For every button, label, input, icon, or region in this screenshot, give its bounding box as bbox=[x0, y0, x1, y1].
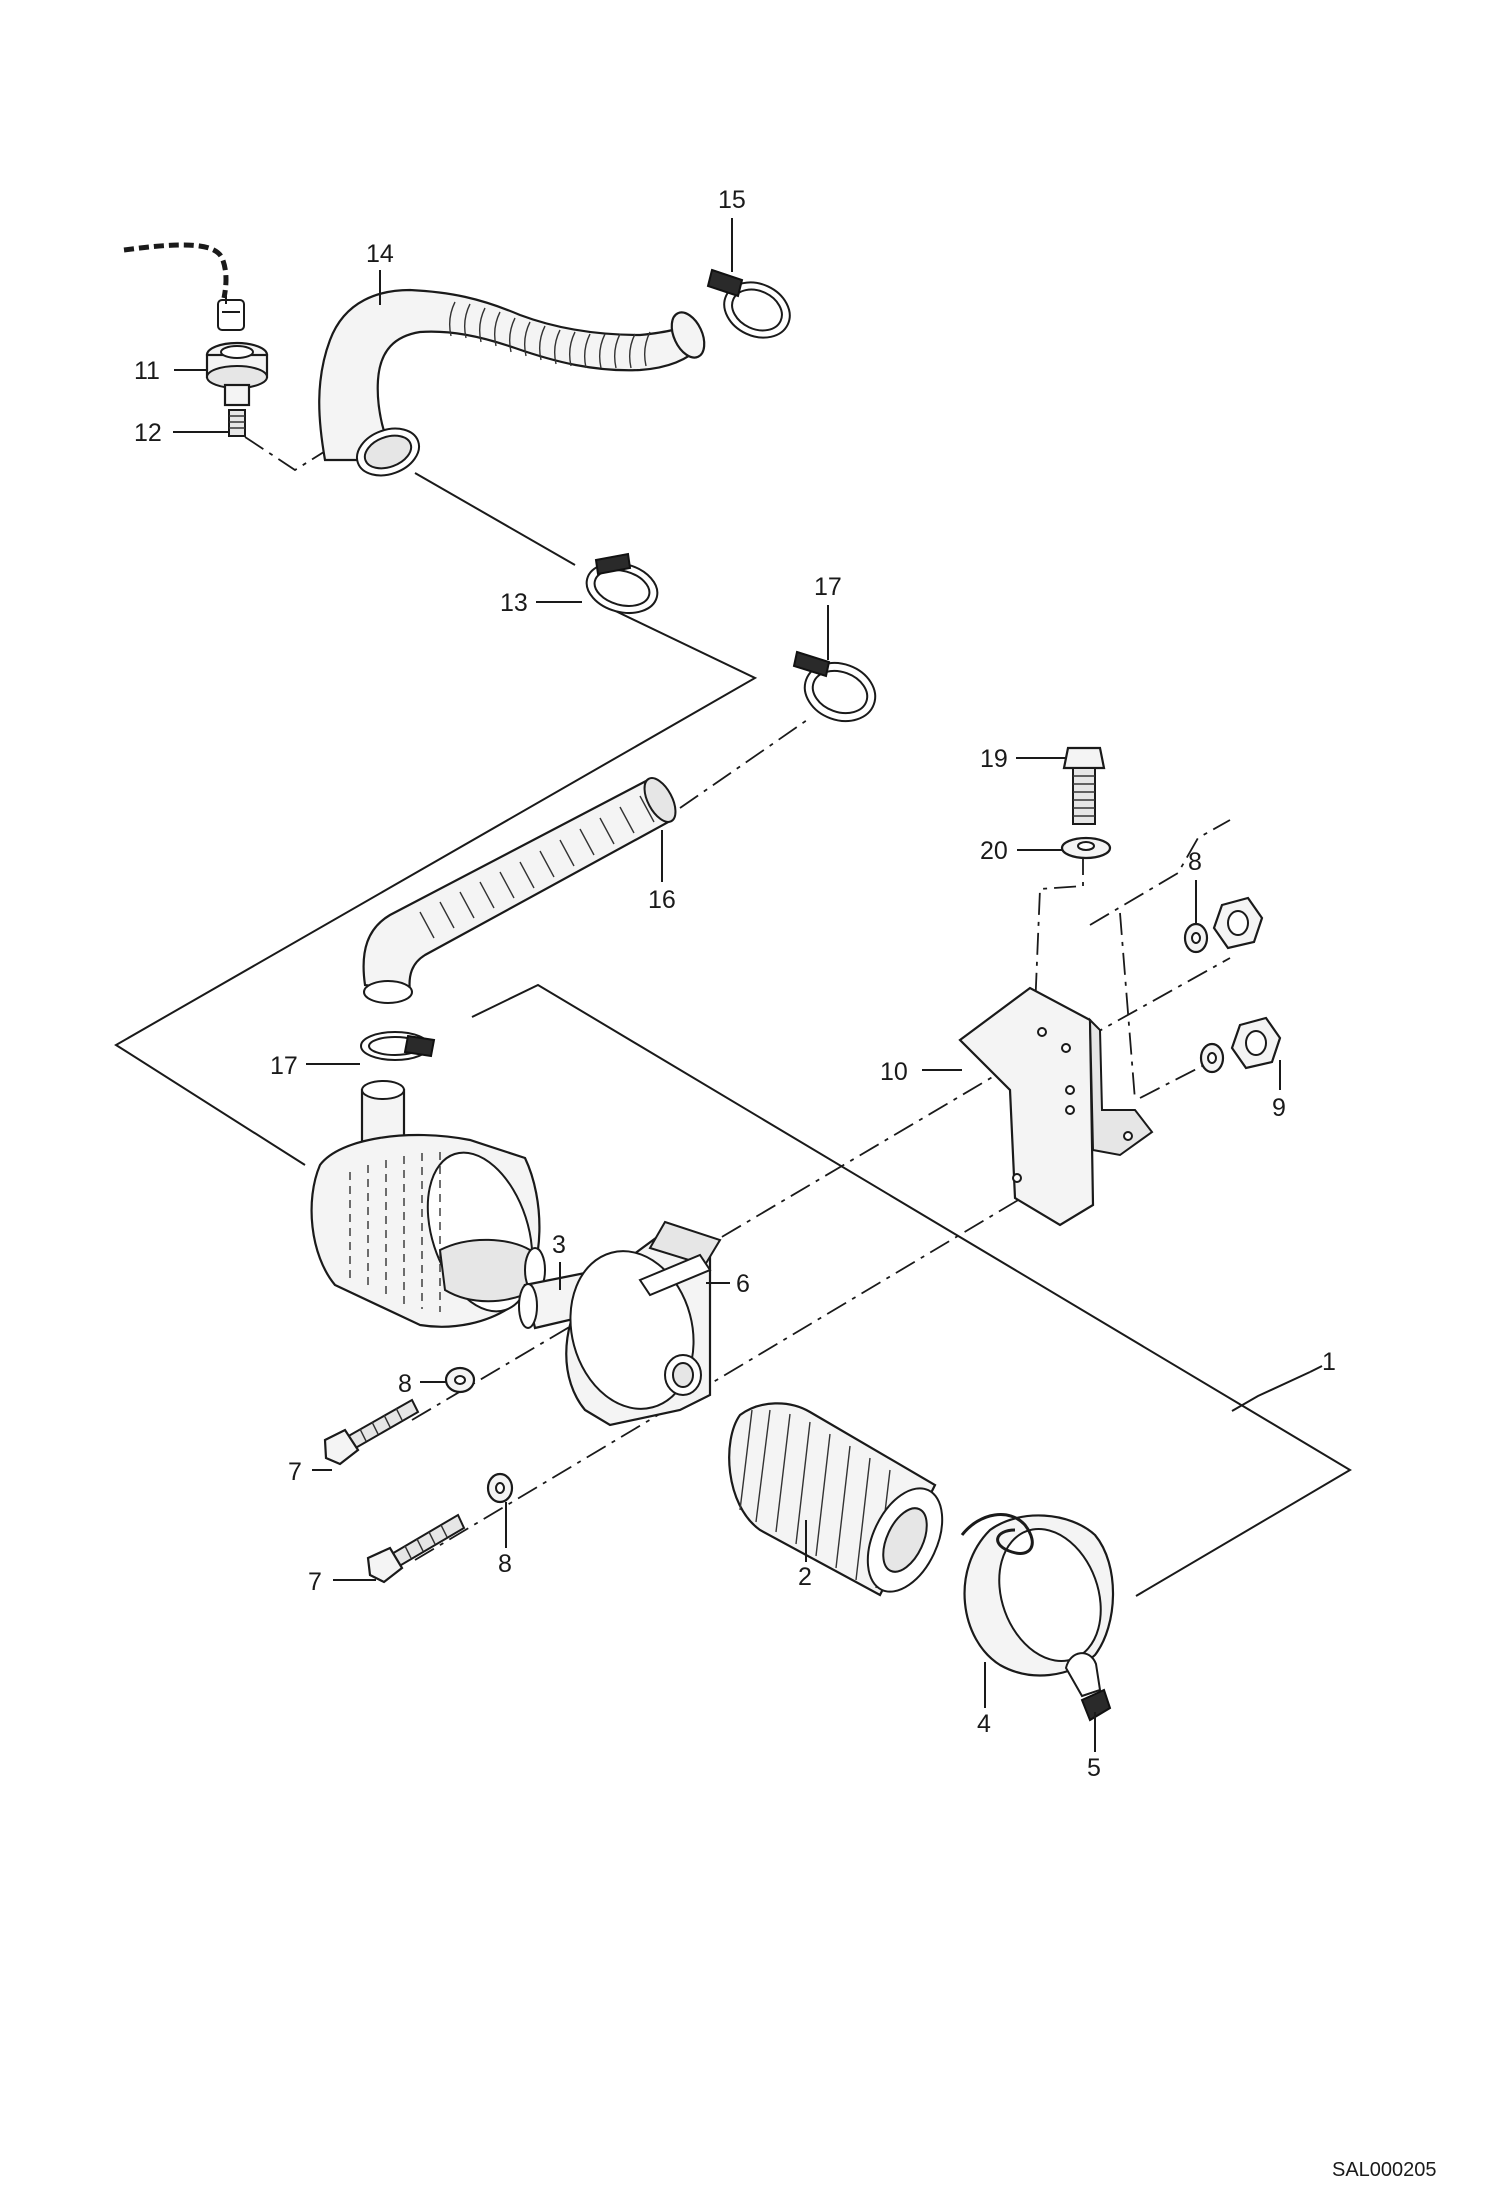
callout-8-upper-left: 8 bbox=[398, 1370, 412, 1398]
support-bracket-10 bbox=[958, 986, 1154, 1227]
washer-8-lower-left bbox=[486, 1472, 514, 1504]
hose-clamp-15 bbox=[706, 268, 791, 339]
callout-9: 9 bbox=[1272, 1094, 1286, 1122]
callout-leaders bbox=[173, 218, 1323, 1752]
callout-20: 20 bbox=[980, 837, 1008, 865]
callout-7-lower: 7 bbox=[308, 1568, 322, 1596]
hose-clamp-17-lower bbox=[360, 1031, 436, 1061]
dust-valve bbox=[1064, 1652, 1112, 1722]
callout-8-lower-left: 8 bbox=[498, 1550, 512, 1578]
callout-10: 10 bbox=[880, 1058, 908, 1086]
washer-8-right bbox=[1183, 922, 1209, 954]
assembly-lines bbox=[114, 436, 1352, 1597]
diagram-code: SAL000205 bbox=[1332, 2159, 1437, 2181]
washer-20 bbox=[1060, 836, 1112, 860]
callout-6: 6 bbox=[736, 1270, 750, 1298]
filter-element bbox=[728, 1402, 944, 1597]
callout-17-lower: 17 bbox=[270, 1052, 298, 1080]
air-cleaner-cover bbox=[960, 1513, 1115, 1677]
callout-13: 13 bbox=[500, 589, 528, 617]
air-cleaner-housing bbox=[310, 1080, 546, 1328]
callout-16: 16 bbox=[648, 886, 676, 914]
vacuum-indicator-sensor bbox=[123, 242, 269, 437]
callout-1: 1 bbox=[1322, 1348, 1336, 1376]
nut-8-right bbox=[1212, 896, 1264, 950]
callout-11: 11 bbox=[134, 357, 160, 385]
callout-14: 14 bbox=[366, 240, 394, 268]
callout-19: 19 bbox=[980, 745, 1008, 773]
callout-2: 2 bbox=[798, 1563, 812, 1591]
callout-7-upper: 7 bbox=[288, 1458, 302, 1486]
callout-15: 15 bbox=[718, 186, 746, 214]
callout-5: 5 bbox=[1087, 1754, 1101, 1782]
nut-9 bbox=[1230, 1016, 1282, 1070]
bolt-7-upper bbox=[323, 1398, 420, 1466]
hose-clamp-13 bbox=[585, 552, 659, 614]
washer-9 bbox=[1199, 1042, 1225, 1074]
callout-4: 4 bbox=[977, 1710, 991, 1738]
mounting-bracket-6 bbox=[565, 1220, 722, 1427]
washer-8-upper-left bbox=[444, 1366, 476, 1394]
callout-17-upper: 17 bbox=[814, 573, 842, 601]
corrugated-intake-hose bbox=[362, 777, 677, 1004]
callout-8-right: 8 bbox=[1188, 848, 1202, 876]
upper-intake-hose bbox=[318, 288, 706, 477]
callout-3: 3 bbox=[552, 1231, 566, 1259]
callout-labels: 1 2 3 4 5 6 7 7 8 8 8 9 10 11 12 13 14 1… bbox=[134, 186, 1336, 1782]
callout-12: 12 bbox=[134, 419, 162, 447]
bolt-19 bbox=[1062, 746, 1106, 825]
hose-clamp-17-upper bbox=[792, 650, 877, 723]
bolt-7-lower bbox=[366, 1513, 466, 1584]
